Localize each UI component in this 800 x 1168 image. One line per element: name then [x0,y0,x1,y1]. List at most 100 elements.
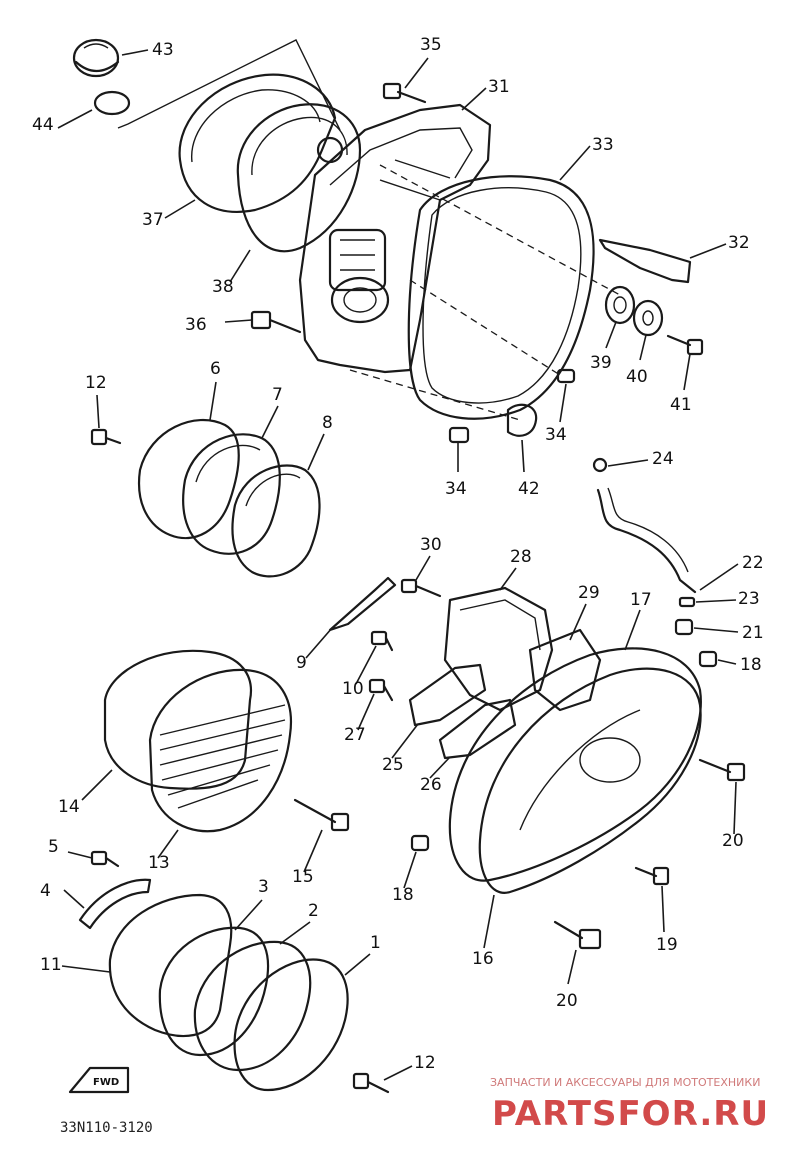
callout-label: 5 [48,837,59,857]
holder-4[interactable] [78,878,152,930]
leader-line [624,609,641,651]
callout-label: 4 [40,881,51,901]
gasket-38[interactable] [236,103,362,253]
callout-label: 10 [342,679,364,699]
watermark-logo: PARTSFOR.RU [492,1094,769,1134]
leader-line [96,394,100,429]
oil-filler-cap[interactable] [72,38,120,78]
gasket-14[interactable] [103,649,253,790]
dowel-pin-34[interactable] [448,426,470,444]
callout-label: 41 [670,395,692,415]
cap-42[interactable] [506,403,538,437]
bolt-30[interactable] [400,578,442,598]
oil-seal-39[interactable] [604,285,636,325]
leader-line [355,645,377,685]
callout-label: 20 [556,991,578,1011]
bolt-12[interactable] [90,428,122,446]
callout-label: 14 [58,797,80,817]
callout-label: 43 [152,40,174,60]
cover-6[interactable] [137,418,240,540]
bolt-36[interactable] [250,310,302,334]
plate-26[interactable] [438,698,517,760]
gasket-8[interactable] [231,464,321,578]
gasket-17[interactable] [448,647,702,882]
leader-line [63,889,85,909]
bolt-20[interactable] [698,758,746,782]
breather-pipe-22[interactable] [596,488,697,594]
plate-25[interactable] [408,663,487,727]
leader-line [567,949,577,985]
dowel-18[interactable] [410,834,430,852]
leader-line [415,555,431,581]
gasket-33[interactable] [407,175,595,420]
callout-label: 1 [370,933,381,953]
pump-housing-28[interactable] [443,586,554,712]
clip-23[interactable] [678,596,696,608]
bolt-10[interactable] [370,630,394,652]
o-ring[interactable] [93,90,131,116]
leader-line [357,693,375,731]
callout-label: 6 [210,359,221,379]
leader-line [733,781,737,835]
alignment-line [379,164,621,296]
cylinder-head-cover-13[interactable] [148,668,292,833]
leader-line [303,829,323,873]
gasket-11[interactable] [108,893,233,1038]
callout-label: 36 [185,315,207,335]
callout-label: 29 [578,583,600,603]
leader-line [229,249,251,283]
leader-line [607,459,649,467]
callout-label: 42 [518,479,540,499]
bolt-15[interactable] [293,798,350,832]
callout-label: 18 [740,655,762,675]
washer-40[interactable] [632,299,664,337]
bolt-20[interactable] [553,920,602,950]
bolt-35[interactable] [382,82,427,104]
leader-line [391,723,419,759]
leader-line [695,599,737,603]
callout-label: 11 [40,955,62,975]
leader-line [483,894,495,949]
callout-label: 19 [656,935,678,955]
leader-line [569,603,587,641]
clamp-24[interactable] [592,457,608,473]
diagram-code: 33N110-3120 [60,1120,153,1136]
dowel-pin-34[interactable] [556,368,576,384]
bolt-12[interactable] [352,1072,390,1094]
dowel-18[interactable] [698,650,718,668]
plate-32[interactable] [598,238,692,284]
callout-label: 27 [344,725,366,745]
leader-line [693,627,739,633]
callout-label: 39 [590,353,612,373]
alignment-line [349,369,521,421]
gasket-3[interactable] [158,926,270,1057]
leader-line [67,851,93,859]
leader-line [639,334,647,361]
gasket-29[interactable] [528,628,602,712]
joint-21[interactable] [674,618,694,636]
bolt-5[interactable] [90,850,120,868]
callout-label: 2 [308,901,319,921]
bolt-19[interactable] [634,866,670,886]
generator-cover-16[interactable] [478,667,702,894]
callout-label: 44 [32,115,54,135]
alignment-line [409,279,561,376]
leader-line [461,87,487,111]
point-cover-1[interactable] [233,958,349,1092]
crankcase-cover[interactable] [298,103,492,374]
bolt-41[interactable] [666,334,704,356]
leader-line [209,381,217,421]
gasket-37[interactable] [178,73,337,213]
bolt-27[interactable] [368,678,394,702]
callout-label: 25 [382,755,404,775]
callout-label: 20 [722,831,744,851]
leader-line [559,145,591,181]
cover-2[interactable] [193,940,312,1072]
leader-line [499,567,517,591]
leader-line [157,829,179,859]
callout-label: 34 [545,425,567,445]
holder-9[interactable] [328,576,397,632]
gasket-7[interactable] [182,433,281,555]
callout-label: 7 [272,385,283,405]
